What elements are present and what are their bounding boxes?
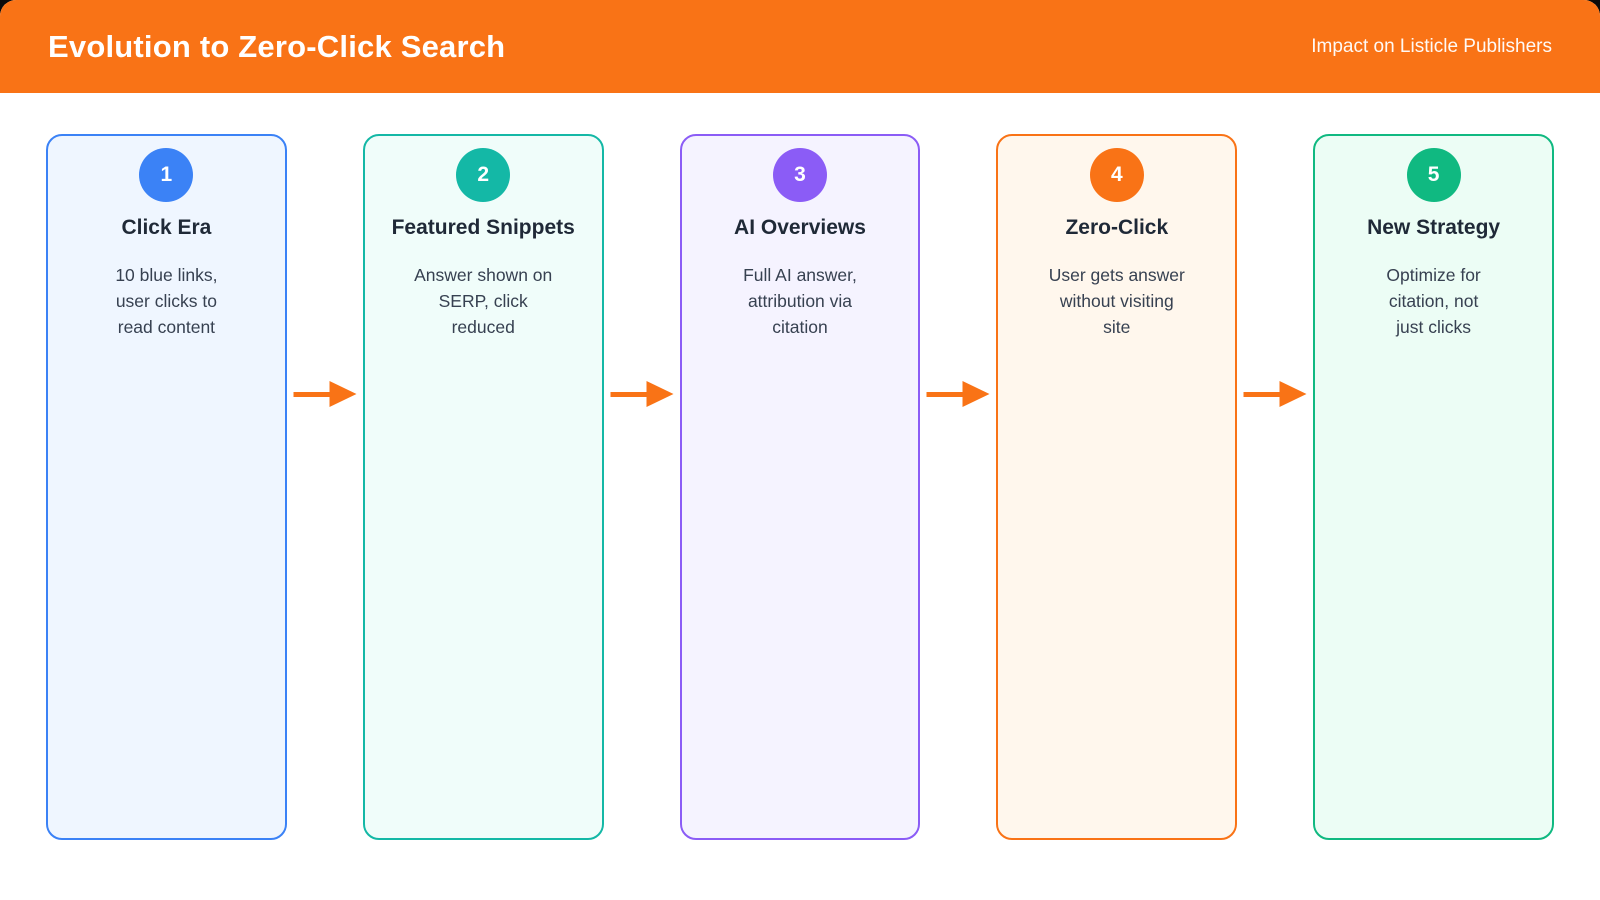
stage-description: Full AI answer, attribution via citation bbox=[743, 265, 857, 337]
arrow-head bbox=[962, 381, 990, 407]
stage-description: User gets answer without visiting site bbox=[1048, 265, 1185, 337]
arrow-head bbox=[646, 381, 674, 407]
header-bar: Evolution to Zero-Click Search Impact on… bbox=[0, 0, 1600, 93]
stage-number-badge: 4 bbox=[1089, 148, 1144, 202]
stage-title: Zero-Click bbox=[1065, 216, 1169, 239]
stage-title: AI Overviews bbox=[734, 216, 866, 239]
flow-connector bbox=[1237, 134, 1313, 840]
stage-title: New Strategy bbox=[1367, 216, 1501, 239]
stage-description: Answer shown on SERP, click reduced bbox=[414, 265, 553, 337]
arrow-right-icon bbox=[1243, 381, 1307, 407]
arrow-right-icon bbox=[926, 381, 990, 407]
page-title: Evolution to Zero-Click Search bbox=[48, 28, 506, 64]
flow-connector bbox=[920, 134, 996, 840]
arrow-shaft bbox=[926, 391, 963, 397]
stage-card-click-era: 1 Click Era 10 blue links, user clicks t… bbox=[46, 134, 287, 840]
stage-card-featured-snippets: 2 Featured Snippets Answer shown on SERP… bbox=[362, 134, 604, 840]
arrow-shaft bbox=[1243, 391, 1280, 397]
stage-description: Optimize for citation, not just clicks bbox=[1386, 265, 1481, 337]
stage-card-ai-overviews: 3 AI Overviews Full AI answer, attributi… bbox=[679, 134, 921, 840]
arrow-shaft bbox=[293, 391, 330, 397]
arrow-right-icon bbox=[293, 381, 357, 407]
stage-title: Featured Snippets bbox=[391, 216, 575, 239]
stage-number-badge: 2 bbox=[456, 148, 511, 202]
stage-title: Click Era bbox=[121, 216, 212, 239]
arrow-head bbox=[329, 381, 357, 407]
stage-number-badge: 3 bbox=[772, 148, 827, 202]
arrow-right-icon bbox=[610, 381, 674, 407]
stage-number-badge: 1 bbox=[139, 148, 194, 202]
flow-connector bbox=[604, 134, 680, 840]
arrow-head bbox=[1279, 381, 1307, 407]
arrow-shaft bbox=[610, 391, 647, 397]
stage-card-new-strategy: 5 New Strategy Optimize for citation, no… bbox=[1313, 134, 1554, 840]
stage-description: 10 blue links, user clicks to read conte… bbox=[115, 265, 218, 337]
stage-card-zero-click: 4 Zero-Click User gets answer without vi… bbox=[996, 134, 1238, 840]
header-subtitle: Impact on Listicle Publishers bbox=[1311, 35, 1552, 57]
stages-flow: 1 Click Era 10 blue links, user clicks t… bbox=[0, 93, 1600, 900]
flow-connector bbox=[287, 134, 363, 840]
stage-number-badge: 5 bbox=[1406, 148, 1461, 202]
